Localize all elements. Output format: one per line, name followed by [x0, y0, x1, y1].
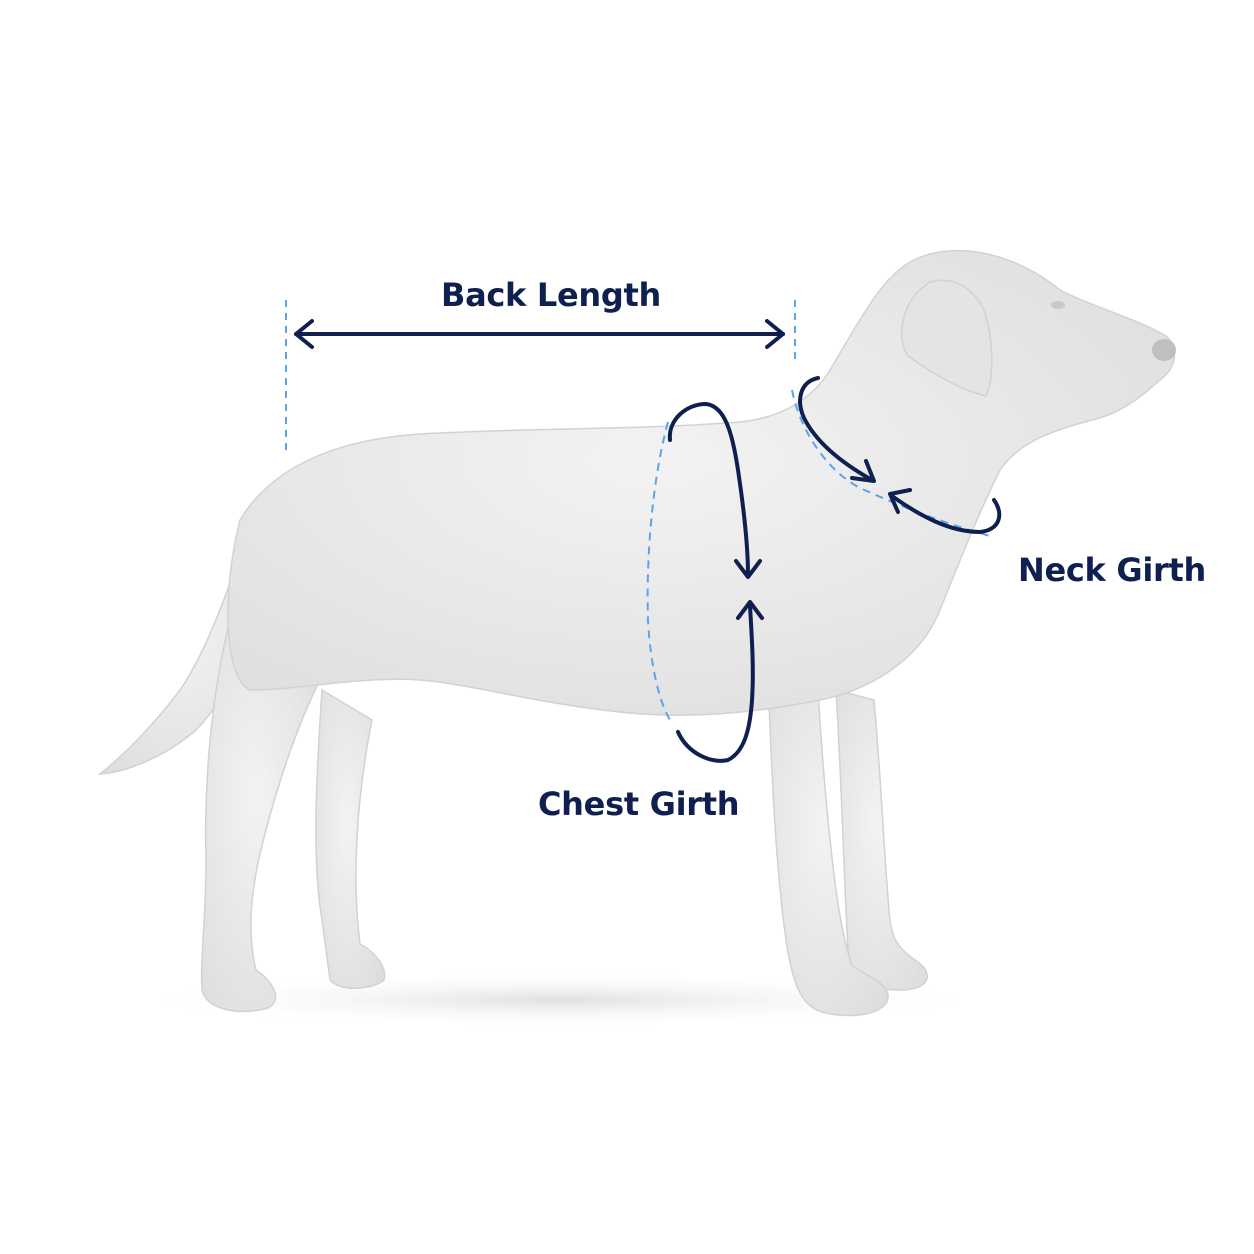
dog-eye — [1051, 301, 1065, 309]
neck-girth-measure — [791, 376, 1002, 537]
neck-girth-guide — [791, 389, 991, 537]
back-length-arrow-icon — [294, 319, 785, 349]
neck-girth-label: Neck Girth — [1018, 551, 1206, 589]
chest-girth-guide — [646, 421, 671, 721]
dog-nose — [1152, 339, 1176, 361]
dog-silhouette-icon — [97, 249, 1176, 1017]
neck-girth-arrows-icon — [798, 376, 1002, 534]
chest-girth-label: Chest Girth — [538, 785, 740, 823]
chest-girth-measure — [646, 402, 764, 763]
back-length-measure — [285, 300, 796, 455]
back-length-label: Back Length — [441, 276, 661, 314]
chest-girth-arrows-icon — [667, 402, 764, 763]
